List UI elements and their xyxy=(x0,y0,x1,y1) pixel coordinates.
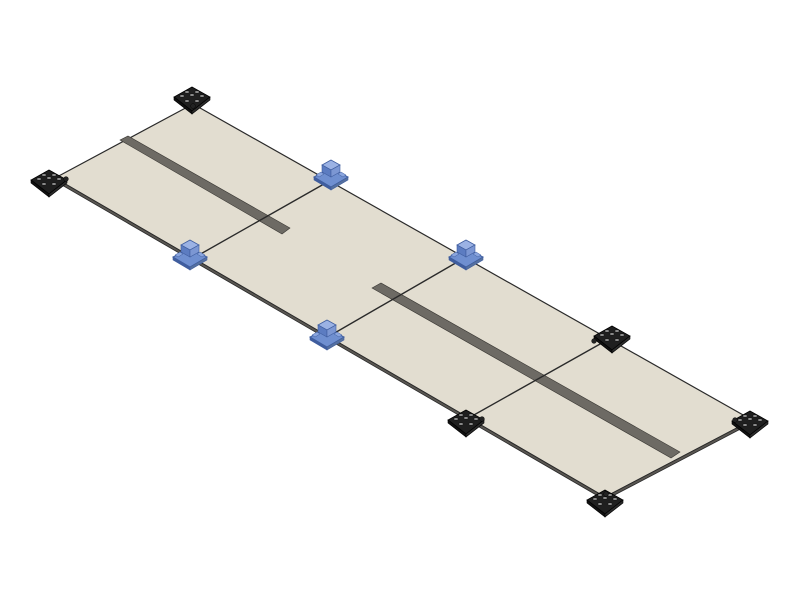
bracket-hole xyxy=(189,93,195,97)
bracket-hole xyxy=(597,493,603,497)
bracket-hole xyxy=(36,177,42,181)
bracket-hole xyxy=(56,177,62,181)
connector-tab xyxy=(337,171,347,178)
blue-connector-2 xyxy=(171,239,209,271)
corner-bracket-top xyxy=(173,86,211,115)
board-screw-hole xyxy=(591,338,597,344)
bracket-hole xyxy=(752,414,758,418)
bracket-hole xyxy=(184,90,190,94)
board-screw-hole xyxy=(190,103,196,109)
bracket-side-right xyxy=(604,499,624,518)
bracket-hole xyxy=(179,94,185,98)
connector-tab xyxy=(174,251,184,258)
board-screw-hole xyxy=(479,416,485,422)
corner-bracket-right xyxy=(731,410,769,439)
bracket-hole xyxy=(468,413,474,417)
bracket-hole xyxy=(737,418,743,422)
blue-connector-3 xyxy=(447,239,485,271)
bracket-hole xyxy=(742,423,748,427)
bracket-hole xyxy=(592,497,598,501)
bracket-hole xyxy=(602,496,608,500)
connector-side-right xyxy=(465,256,484,271)
board-screw-hole xyxy=(603,491,609,497)
bracket-hole xyxy=(199,94,205,98)
bracket-hole xyxy=(458,413,464,417)
bracket-hole xyxy=(194,90,200,94)
bracket-side-right xyxy=(611,335,631,354)
bracket-hole xyxy=(194,99,200,103)
connector-side-right xyxy=(326,336,345,351)
bracket-hole xyxy=(614,338,620,342)
corner-bracket-bottom xyxy=(586,489,624,518)
bracket-hole xyxy=(604,329,610,333)
panel-seam-3 xyxy=(464,338,610,421)
bracket-hole xyxy=(453,417,459,421)
bracket-hole xyxy=(747,417,753,421)
corner-brackets xyxy=(30,86,769,518)
bracket-hole xyxy=(607,502,613,506)
connector-block-right xyxy=(326,324,337,338)
bracket-side-right xyxy=(749,420,769,439)
panel-seam-2 xyxy=(325,256,467,339)
bracket-side-right xyxy=(191,96,211,115)
bracket-hole xyxy=(458,422,464,426)
connector-side-right xyxy=(330,176,349,191)
connector-side-right xyxy=(189,256,208,271)
bracket-hole xyxy=(468,422,474,426)
corner-bracket-left xyxy=(30,169,68,198)
panel-seams xyxy=(189,179,610,421)
slot-grooves xyxy=(119,135,681,459)
bracket-hole xyxy=(599,333,605,337)
connector-tab xyxy=(311,331,321,338)
connector-tab xyxy=(315,171,325,178)
bracket-side-right xyxy=(48,179,68,198)
bracket-hole xyxy=(757,418,763,422)
connector-tab xyxy=(333,331,343,338)
board-screw-hole xyxy=(732,417,738,423)
bracket-plate xyxy=(30,169,68,195)
connector-tab xyxy=(472,251,482,258)
board-screw-hole xyxy=(63,176,69,182)
bracket-hole xyxy=(46,176,52,180)
connector-block-right xyxy=(330,164,341,178)
blue-connector-1 xyxy=(312,159,350,191)
bracket-hole xyxy=(614,329,620,333)
corner-bracket-mid-bottom xyxy=(447,409,485,438)
bracket-hole xyxy=(609,332,615,336)
connector-block-right xyxy=(465,244,476,258)
connector-block-right xyxy=(189,244,200,258)
panel-seam-1 xyxy=(189,179,332,261)
connector-tab xyxy=(450,251,460,258)
bracket-hole xyxy=(473,417,479,421)
corner-bracket-mid-right xyxy=(593,325,631,354)
slot-groove-right xyxy=(371,282,681,459)
blue-connector-4 xyxy=(308,319,346,351)
blue-connectors xyxy=(171,159,485,351)
bracket-side-right xyxy=(465,419,485,438)
bracket-hole xyxy=(619,333,625,337)
bracket-hole xyxy=(41,173,47,177)
slot-groove-left xyxy=(119,135,291,235)
bracket-hole xyxy=(51,182,57,186)
bracket-hole xyxy=(612,497,618,501)
bracket-hole xyxy=(752,423,758,427)
bracket-hole xyxy=(604,338,610,342)
bracket-hole xyxy=(51,173,57,177)
bracket-hole xyxy=(41,182,47,186)
connector-tab xyxy=(196,251,206,258)
bracket-hole xyxy=(184,99,190,103)
bracket-hole xyxy=(463,416,469,420)
bracket-hole xyxy=(742,414,748,418)
bracket-hole xyxy=(597,502,603,506)
